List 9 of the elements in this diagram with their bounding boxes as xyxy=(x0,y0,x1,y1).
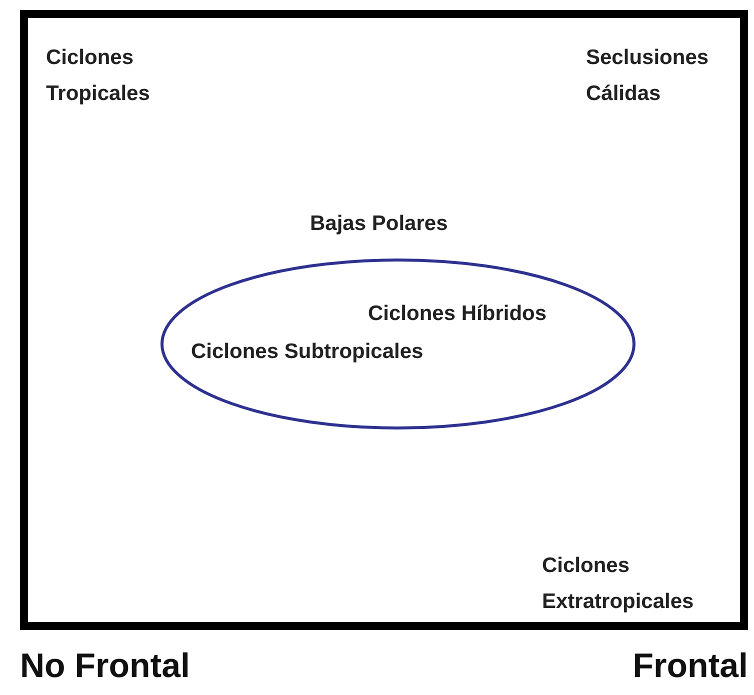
region-label: Seclusiones Cálidas xyxy=(586,45,710,107)
region-label: Ciclones Tropicales xyxy=(46,45,151,107)
region-label: Bajas Polares xyxy=(310,211,449,237)
frame-border xyxy=(20,10,748,630)
region-label: Ciclones Híbridos xyxy=(368,301,548,327)
region-label: Ciclones Extratropicales xyxy=(542,553,695,615)
region-label: Ciclones Subtropicales xyxy=(191,339,424,365)
axis-label: No Frontal xyxy=(20,646,190,686)
axis-label: Frontal xyxy=(632,646,748,686)
